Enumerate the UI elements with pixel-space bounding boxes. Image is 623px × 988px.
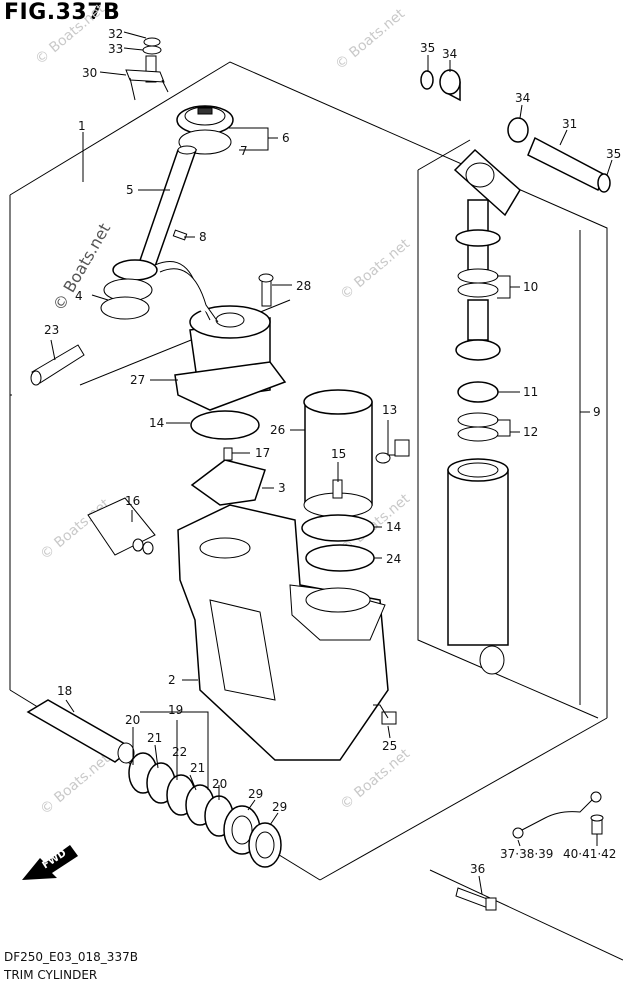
callout-29-right: 29 — [272, 800, 287, 814]
callout-6: 6 — [282, 131, 290, 145]
part-cylinder-9 — [447, 148, 521, 675]
callout-34-top: 34 — [442, 47, 457, 61]
callout-37-38-39: 37·38·39 — [500, 847, 553, 861]
watermark: © Boats.net — [32, 1, 108, 68]
part-bolt-28 — [258, 273, 274, 307]
callout-16: 16 — [125, 494, 140, 508]
watermark: © Boats.net — [37, 751, 113, 818]
callout-33: 33 — [108, 42, 123, 56]
watermark: © Boats.net — [337, 236, 413, 303]
callout-19: 19 — [168, 703, 183, 717]
callouts: 32 33 30 1 6 7 5 8 4 28 23 27 14 17 3 26… — [44, 27, 621, 876]
callout-1: 1 — [78, 119, 86, 133]
callout-36: 36 — [470, 862, 485, 876]
fwd-arrow: FWD — [22, 845, 78, 880]
part-orings-4 — [100, 259, 158, 320]
part-bolt-25 — [381, 711, 397, 725]
part-plug-13 — [375, 439, 410, 464]
callout-22: 22 — [172, 745, 187, 759]
callout-24: 24 — [386, 552, 401, 566]
figure-name: TRIM CYLINDER — [4, 968, 98, 982]
callout-7: 7 — [240, 144, 248, 158]
part-valve-23 — [30, 344, 85, 386]
callout-5: 5 — [126, 183, 134, 197]
callout-14-lower: 14 — [386, 520, 401, 534]
part-reservoir-26 — [303, 389, 373, 518]
leader-lines — [50, 31, 613, 895]
part-rings — [128, 752, 282, 868]
callout-2: 2 — [168, 673, 176, 687]
part-bolt-40 — [590, 814, 604, 835]
part-pipe-5 — [135, 145, 198, 276]
part-oring-14 — [190, 410, 260, 440]
callout-11: 11 — [523, 385, 538, 399]
callout-35-right: 35 — [606, 147, 621, 161]
callout-12: 12 — [523, 425, 538, 439]
figure-title: FIG.337B — [4, 0, 121, 25]
assembly-outline — [9, 61, 623, 961]
part-motor-27 — [154, 261, 287, 411]
callout-4: 4 — [75, 289, 83, 303]
watermark: © Boats.net — [337, 746, 413, 813]
callout-23: 23 — [44, 323, 59, 337]
callout-35-top: 35 — [420, 41, 435, 55]
callout-21-left: 21 — [147, 731, 162, 745]
callout-32: 32 — [108, 27, 123, 41]
part-plate-3 — [190, 447, 266, 506]
callout-15: 15 — [331, 447, 346, 461]
callout-9: 9 — [593, 405, 601, 419]
callout-13: 13 — [382, 403, 397, 417]
callout-17: 17 — [255, 446, 270, 460]
part-pin-8 — [172, 229, 188, 241]
callout-8: 8 — [199, 230, 207, 244]
part-bolt-30 — [125, 37, 169, 101]
callout-29-left: 29 — [248, 787, 263, 801]
callout-10: 10 — [523, 280, 538, 294]
callout-21-right: 21 — [190, 761, 205, 775]
part-wire-37 — [512, 791, 602, 839]
callout-20-left: 20 — [125, 713, 140, 727]
callout-40-41-42: 40·41·42 — [563, 847, 616, 861]
callout-31: 31 — [562, 117, 577, 131]
callout-30: 30 — [82, 66, 97, 80]
callout-3: 3 — [278, 481, 286, 495]
part-shaft-18 — [26, 699, 135, 764]
callout-18: 18 — [57, 684, 72, 698]
callout-26: 26 — [270, 423, 285, 437]
callout-25: 25 — [382, 739, 397, 753]
part-bolt-36 — [455, 887, 497, 911]
part-bushings-34-35 — [420, 69, 611, 193]
callout-20-right: 20 — [212, 777, 227, 791]
part-body-2 — [177, 504, 389, 761]
callout-14-upper: 14 — [149, 416, 164, 430]
callout-28: 28 — [296, 279, 311, 293]
model-code: DF250_E03_018_337B — [4, 950, 138, 964]
watermark: © Boats.net — [332, 6, 408, 73]
part-valve-16 — [87, 497, 156, 556]
callout-27: 27 — [130, 373, 145, 387]
callout-34-mid: 34 — [515, 91, 530, 105]
